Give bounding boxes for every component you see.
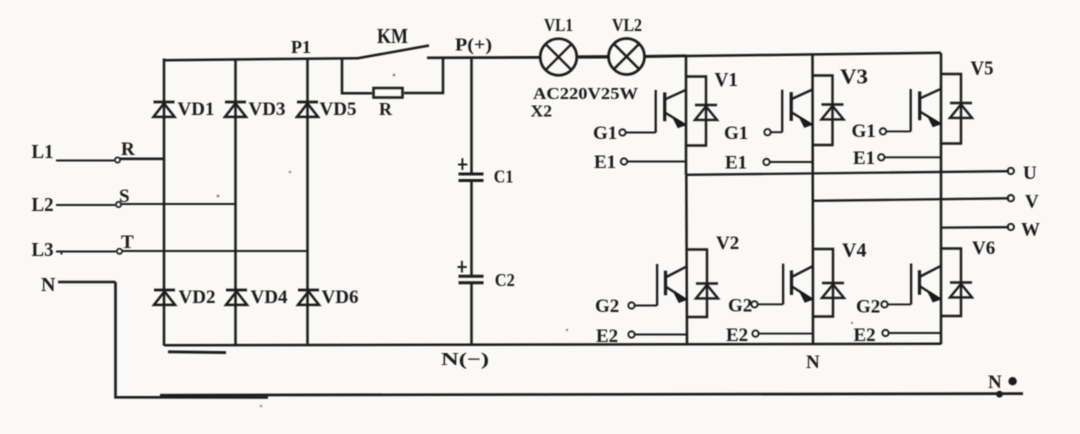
svg-text:C1: C1 (494, 167, 514, 187)
svg-text:VL1: VL1 (544, 15, 573, 35)
svg-text:G1: G1 (724, 123, 748, 144)
svg-text:AC220V25W: AC220V25W (533, 84, 638, 103)
svg-text:U: U (1023, 163, 1037, 184)
svg-text:G2: G2 (728, 296, 752, 317)
svg-text:VD3: VD3 (249, 99, 286, 120)
svg-text:N: N (806, 352, 820, 373)
svg-text:G2: G2 (595, 296, 619, 317)
svg-text:V6: V6 (972, 238, 995, 259)
svg-text:E2: E2 (726, 325, 748, 346)
svg-text:E1: E1 (594, 152, 616, 173)
svg-text:VL2: VL2 (612, 15, 642, 35)
svg-text:V: V (1025, 192, 1039, 213)
svg-text:C2: C2 (495, 270, 515, 290)
svg-text:V1: V1 (715, 69, 739, 91)
svg-text:V2: V2 (716, 233, 739, 254)
svg-text:N(−): N(−) (441, 349, 489, 370)
svg-text:P(+): P(+) (455, 35, 492, 56)
svg-text:R: R (121, 139, 135, 160)
svg-text:W: W (1021, 220, 1040, 241)
svg-text:T: T (121, 232, 134, 253)
svg-text:VD4: VD4 (251, 287, 288, 308)
svg-text:E1: E1 (725, 153, 747, 174)
svg-text:N: N (988, 372, 1002, 393)
svg-text:VD5: VD5 (320, 99, 357, 120)
svg-text:VD6: VD6 (322, 287, 359, 308)
svg-text:G1: G1 (593, 123, 617, 144)
svg-text:V4: V4 (842, 240, 866, 262)
svg-text:X2: X2 (531, 102, 553, 121)
svg-text:V3: V3 (840, 65, 868, 89)
svg-text:VD1: VD1 (178, 99, 215, 120)
svg-text:KM: KM (377, 24, 408, 48)
svg-text:V5: V5 (971, 58, 994, 80)
svg-text:E1: E1 (853, 148, 875, 169)
svg-text:G2: G2 (856, 297, 880, 318)
svg-text:E2: E2 (596, 326, 618, 347)
svg-text:E2: E2 (854, 325, 876, 346)
svg-text:L3: L3 (32, 239, 54, 261)
svg-text:L1: L1 (32, 141, 54, 163)
svg-text:VD2: VD2 (179, 287, 216, 308)
svg-text:R: R (379, 99, 393, 119)
svg-text:P1: P1 (291, 37, 311, 57)
svg-text:L2: L2 (32, 194, 54, 216)
svg-text:G1: G1 (852, 121, 876, 142)
svg-text:N: N (41, 274, 56, 296)
